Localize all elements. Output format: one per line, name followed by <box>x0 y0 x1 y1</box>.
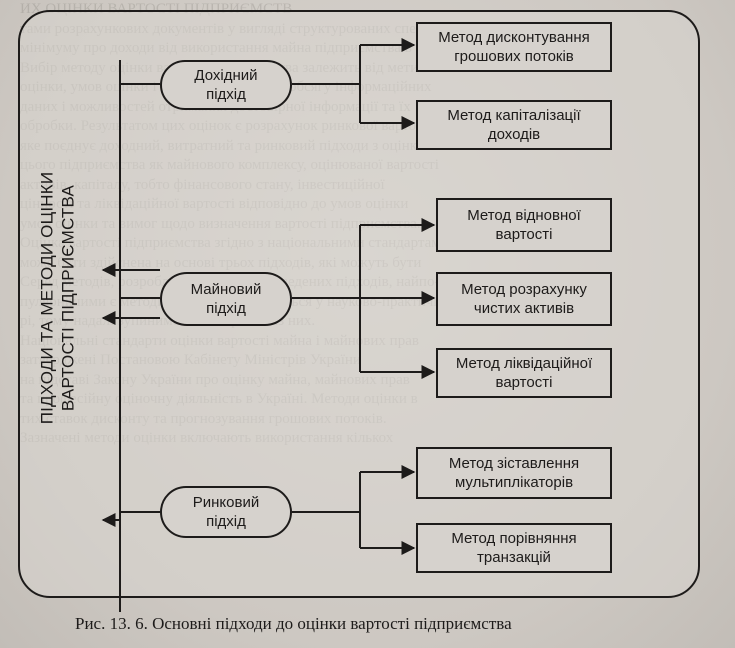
method-line-1: Метод зіставлення <box>448 455 580 472</box>
method-line-2: мультиплікаторів <box>454 474 574 491</box>
method-box-income-capitalization: Метод капіталізації доходів <box>416 100 612 150</box>
income-approach-line-1: Дохідний <box>194 67 258 84</box>
income-approach-line-2: підхід <box>206 86 246 103</box>
method-line-2: чистих активів <box>473 300 575 317</box>
method-line-2: грошових потоків <box>454 48 574 65</box>
method-line-2: транзакцій <box>477 549 551 566</box>
method-box-replacement-cost: Метод відновної вартості <box>436 198 612 252</box>
method-box-transaction-comparison: Метод порівняння транзакцій <box>416 523 612 573</box>
market-approach-line-2: підхід <box>206 513 246 530</box>
property-approach-line-1: Майновий <box>190 281 262 298</box>
method-line-1: Метод ліквідаційної <box>455 355 593 372</box>
method-line-1: Метод капіталізації <box>447 107 581 124</box>
market-approach-box: Ринковий підхід <box>160 486 292 538</box>
method-box-multiples-comparison: Метод зіставлення мультиплікаторів <box>416 447 612 499</box>
figure-caption: Рис. 13. 6. Основні підходи до оцінки ва… <box>75 614 512 633</box>
method-line-2: вартості <box>495 374 553 391</box>
method-line-2: доходів <box>487 126 541 143</box>
method-box-net-assets: Метод розрахунку чистих активів <box>436 272 612 326</box>
property-approach-line-2: підхід <box>206 300 246 317</box>
method-line-1: Метод порівняння <box>451 530 577 547</box>
income-approach-box: Дохідний підхід <box>160 60 292 110</box>
method-line-1: Метод дисконтування <box>438 29 590 46</box>
method-box-liquidation-value: Метод ліквідаційної вартості <box>436 348 612 398</box>
method-line-1: Метод відновної <box>467 207 581 224</box>
method-line-2: вартості <box>495 226 553 243</box>
method-box-discounted-cash-flows: Метод дисконтування грошових потоків <box>416 22 612 72</box>
market-approach-line-1: Ринковий <box>192 494 260 511</box>
method-line-1: Метод розрахунку <box>461 281 587 298</box>
property-approach-box: Майновий підхід <box>160 272 292 326</box>
